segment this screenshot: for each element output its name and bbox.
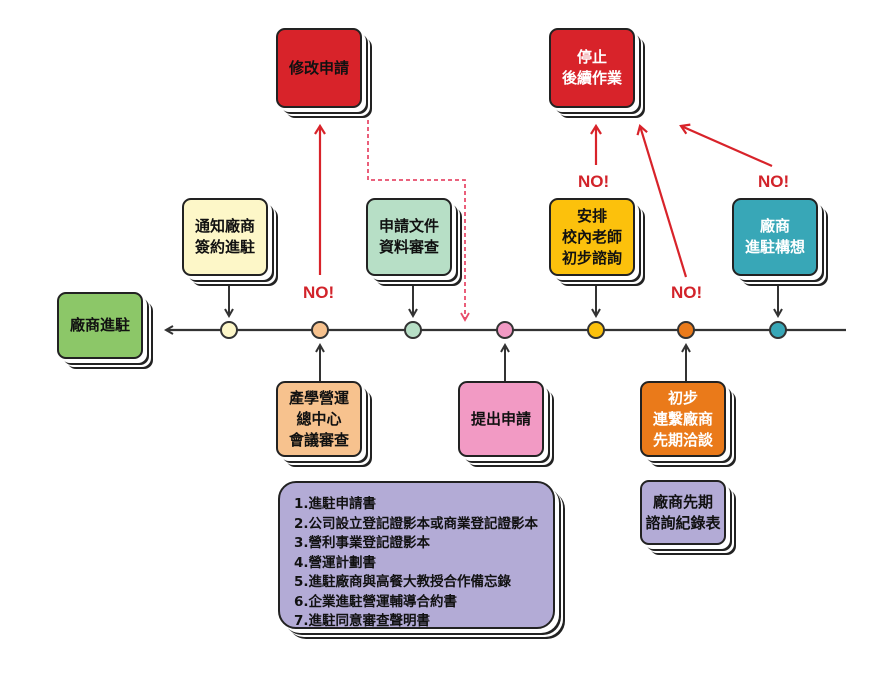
document-checklist: 1.進駐申請書 2.公司設立登記證影本或商業登記證影本 3.營利事業登記證影本 … bbox=[278, 481, 555, 629]
timeline-dot-notify bbox=[220, 321, 238, 339]
node-modify: 修改申請 bbox=[276, 28, 362, 108]
node-notify: 通知廠商 簽約進駐 bbox=[182, 198, 268, 276]
node-submit: 提出申請 bbox=[458, 381, 544, 457]
timeline-dot-contact bbox=[677, 321, 695, 339]
document-item: 6.企業進駐營運輔導合約書 bbox=[294, 593, 458, 610]
document-item: 7.進駐同意審查聲明書 bbox=[294, 613, 431, 629]
no-label-contact: NO! bbox=[671, 283, 703, 302]
document-item: 4.營運計劃書 bbox=[294, 554, 377, 571]
node-idea: 廠商 進駐構想 bbox=[732, 198, 818, 276]
arrow-red-contact-stop bbox=[636, 124, 688, 278]
arrow-red-idea-stop bbox=[679, 123, 773, 168]
no-label-idea: NO! bbox=[758, 172, 790, 191]
document-item: 5.進駐廠商與高餐大教授合作備忘錄 bbox=[294, 574, 512, 590]
node-contact: 初步 連繫廠商 先期洽談 bbox=[640, 381, 726, 457]
document-item: 2.公司設立登記證影本或商業登記證影本 bbox=[294, 515, 539, 532]
arrow-resubmit-dashed bbox=[367, 120, 470, 322]
no-label-modify: NO! bbox=[303, 283, 335, 302]
document-item: 1.進駐申請書 bbox=[294, 496, 377, 512]
timeline-dot-docs bbox=[404, 321, 422, 339]
node-docs: 申請文件 資料審查 bbox=[366, 198, 452, 276]
document-item: 3.營利事業登記證影本 bbox=[294, 535, 431, 551]
timeline-dot-review bbox=[311, 321, 329, 339]
timeline-dot-idea bbox=[769, 321, 787, 339]
node-review: 產學營運 總中心 會議審查 bbox=[276, 381, 362, 457]
node-stop: 停止 後續作業 bbox=[549, 28, 635, 108]
node-enter: 廠商進駐 bbox=[57, 292, 143, 359]
no-label-arrange: NO! bbox=[578, 172, 610, 191]
node-record: 廠商先期 諮詢紀錄表 bbox=[640, 480, 726, 545]
node-arrange: 安排 校內老師 初步諮詢 bbox=[549, 198, 635, 276]
timeline-dot-submit bbox=[496, 321, 514, 339]
timeline-dot-arrange bbox=[587, 321, 605, 339]
